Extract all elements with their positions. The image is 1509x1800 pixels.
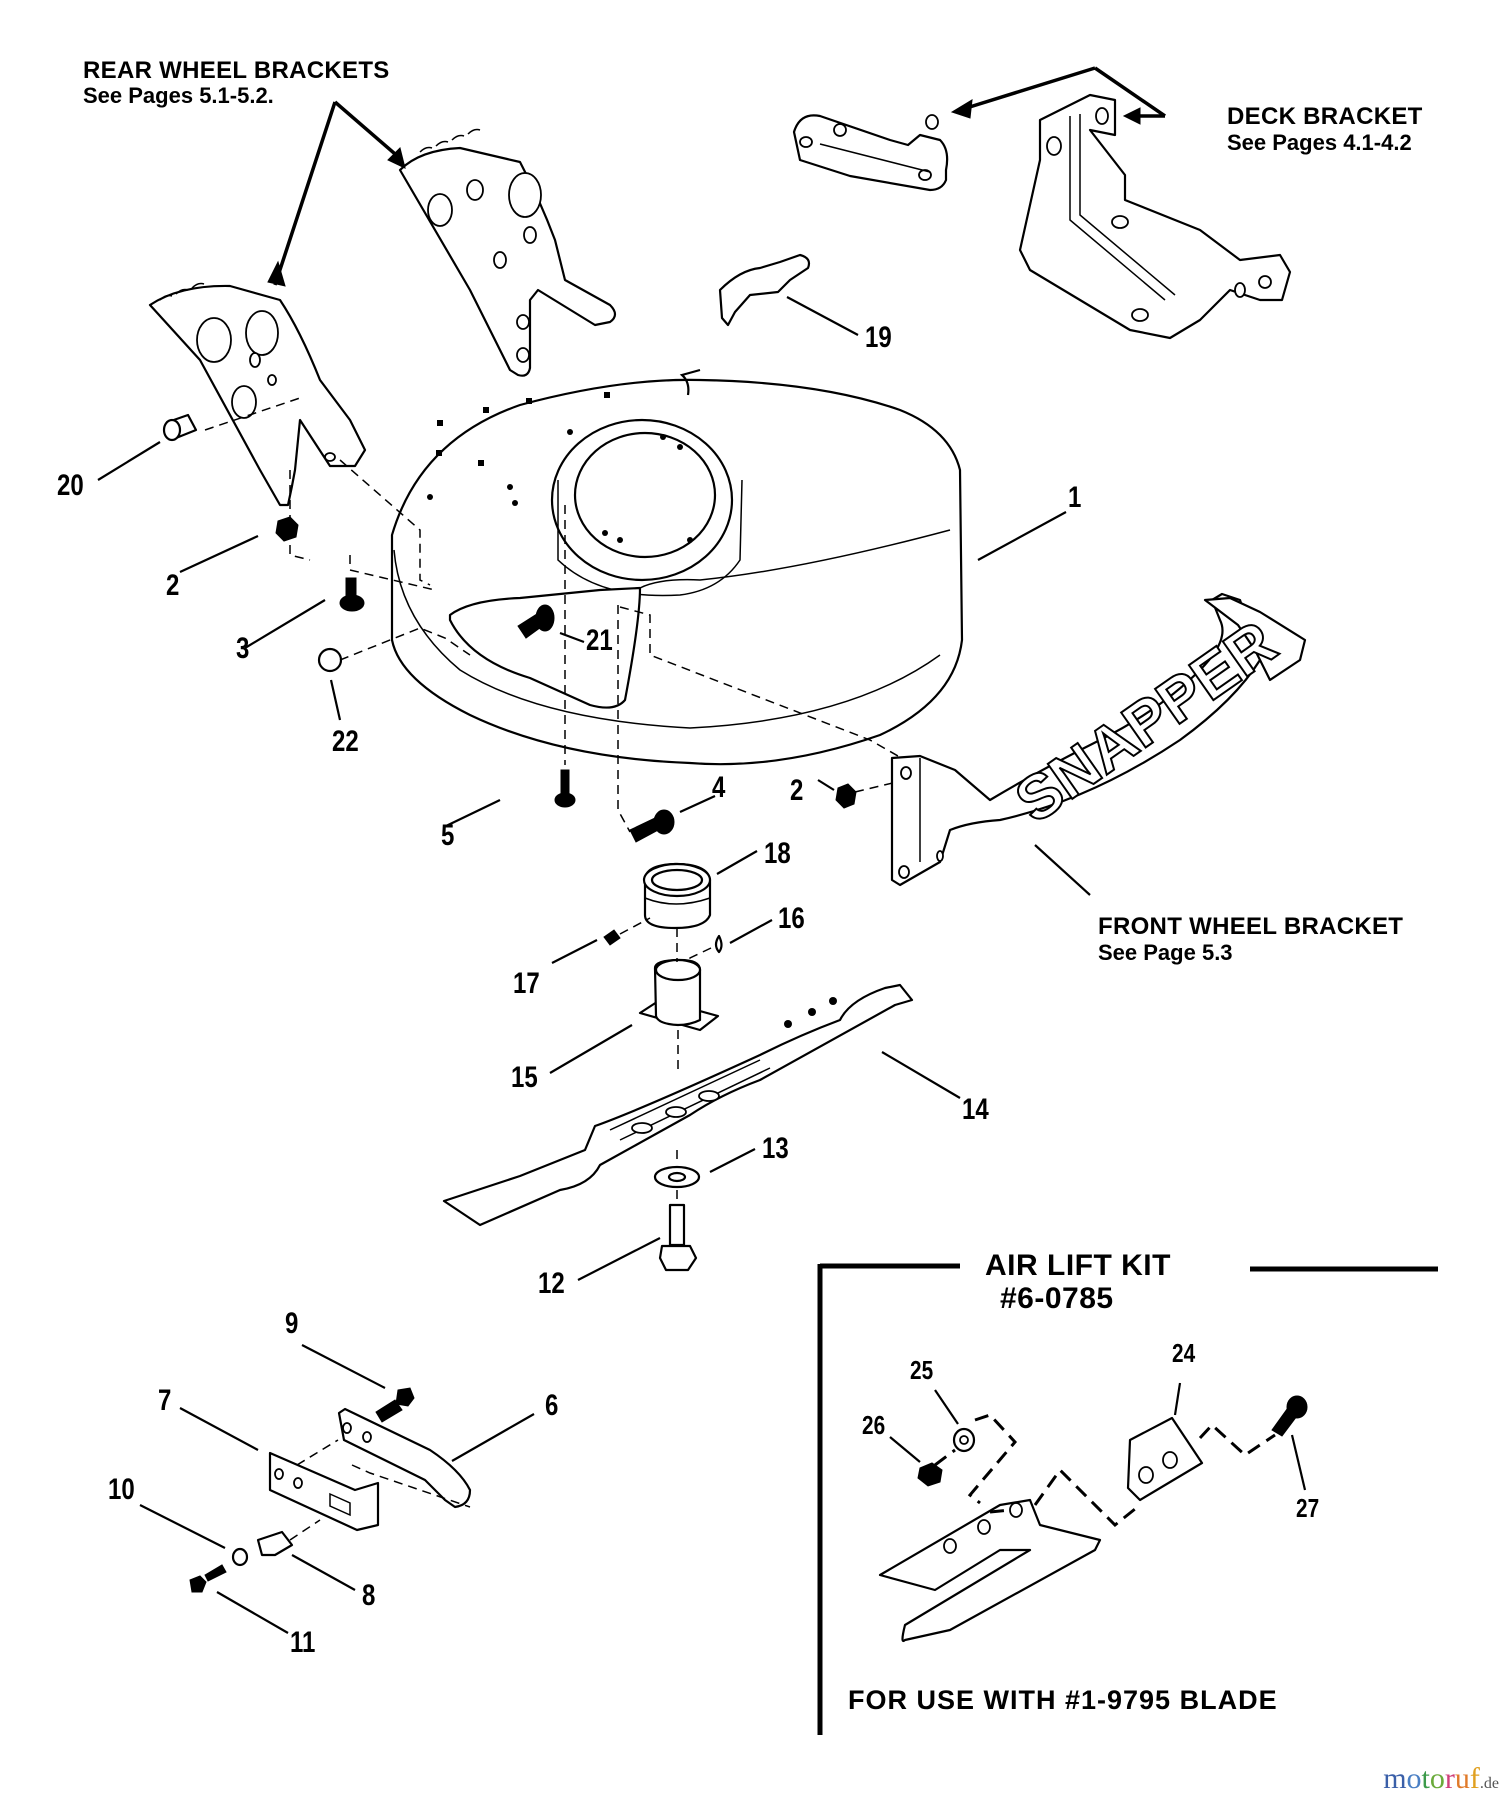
washer-13: [653, 1148, 756, 1189]
air-lift-kit-title: AIR LIFT KIT: [985, 1249, 1171, 1282]
rear-wheel-brackets-title: REAR WHEEL BRACKETS: [83, 57, 390, 84]
callout-16: 16: [778, 902, 805, 935]
watermark-letter: o: [1406, 1762, 1422, 1795]
rear-wheel-bracket-lower: [148, 282, 367, 507]
callout-25: 25: [910, 1355, 934, 1385]
rear-wheel-bracket-upper: [398, 128, 617, 377]
front-wheel-bracket-title: FRONT WHEEL BRACKET: [1098, 913, 1404, 940]
washer-10: [139, 1504, 249, 1567]
bolt-5: [445, 769, 576, 827]
callout-12: 12: [538, 1267, 565, 1300]
callout-2-right: 2: [790, 774, 804, 807]
bolt-21: [517, 604, 585, 644]
air-lift-plate-24: [1126, 1382, 1204, 1502]
deck-bracket-small: [792, 114, 949, 192]
callout-11: 11: [290, 1626, 316, 1659]
assembly-lines-kit: [934, 1413, 1276, 1528]
callout-13: 13: [762, 1132, 789, 1165]
watermark-tld: .de: [1479, 1775, 1499, 1792]
callout-2-left: 2: [166, 569, 180, 602]
deck-bracket-large: [1018, 93, 1292, 340]
callout-6: 6: [545, 1389, 559, 1422]
rear-wheel-brackets-reference: See Pages 5.1-5.2.: [83, 83, 274, 108]
bolt-3: [244, 577, 365, 649]
hex-nut-2-left: [179, 516, 299, 573]
nut-26: [889, 1436, 943, 1487]
watermark-letter: m: [1383, 1762, 1407, 1795]
bolt-4: [629, 794, 716, 843]
watermark-letter: u: [1454, 1762, 1470, 1795]
adapter-15: [549, 928, 720, 1075]
air-lift-kit-frame: [817, 1263, 1438, 1735]
deck-bracket-reference: See Pages 4.1-4.2: [1227, 130, 1412, 155]
hex-nut-2-right: [817, 779, 857, 809]
motoruf-watermark: motoruf.de: [1383, 1762, 1499, 1796]
callout-20: 20: [57, 469, 84, 502]
callout-9: 9: [285, 1307, 299, 1340]
bolt-27: [1271, 1395, 1308, 1491]
deck-housing: [390, 368, 1067, 766]
svg-text:SNAPPER: SNAPPER: [1003, 608, 1288, 836]
washer-25: [934, 1389, 976, 1453]
front-wheel-bracket-reference: See Page 5.3: [1098, 940, 1233, 965]
part-19-clip: [718, 253, 859, 336]
rear-brackets-arrows: [267, 100, 406, 287]
callout-22: 22: [332, 725, 359, 758]
callout-15: 15: [511, 1061, 538, 1094]
callout-26: 26: [862, 1410, 886, 1440]
baffle-6: [337, 1407, 535, 1509]
callout-3: 3: [236, 632, 250, 665]
mower-blade-14: [442, 983, 961, 1227]
clip-8: [256, 1519, 356, 1591]
snapper-embossed-logo: SNAPPER: [1002, 607, 1289, 837]
deck-bracket-title: DECK BRACKET: [1227, 103, 1423, 130]
watermark-letter: t: [1421, 1762, 1430, 1795]
callout-21: 21: [586, 624, 613, 657]
key-16: [689, 919, 773, 970]
kit-blade-end: [878, 1498, 1102, 1643]
callout-24: 24: [1172, 1338, 1196, 1368]
callout-27: 27: [1296, 1493, 1320, 1523]
callout-4: 4: [712, 771, 726, 804]
air-lift-kit-part-number: #6-0785: [1000, 1282, 1114, 1315]
callout-7: 7: [158, 1384, 172, 1417]
watermark-letter: r: [1444, 1762, 1455, 1795]
watermark-letter: o: [1429, 1762, 1445, 1795]
pulley-18: [642, 850, 758, 930]
star-washer-22: [317, 647, 343, 721]
air-lift-kit-note: FOR USE WITH #1-9795 BLADE: [848, 1685, 1278, 1715]
callout-17: 17: [513, 967, 540, 1000]
watermark-letter: f: [1469, 1762, 1480, 1795]
deck-bracket-arrows: [950, 66, 1166, 125]
screw-11: [189, 1564, 289, 1634]
bolt-12: [577, 1190, 698, 1281]
callout-19: 19: [865, 321, 892, 354]
spacer-20: [97, 413, 198, 481]
callout-5: 5: [441, 819, 455, 852]
callout-8: 8: [362, 1579, 376, 1612]
callout-14: 14: [962, 1093, 989, 1126]
callout-10: 10: [108, 1473, 135, 1506]
callout-1: 1: [1068, 481, 1082, 514]
bracket-7: [179, 1407, 380, 1532]
callout-18: 18: [764, 837, 791, 870]
set-screw-17: [551, 917, 651, 964]
bolt-9: [301, 1344, 415, 1423]
